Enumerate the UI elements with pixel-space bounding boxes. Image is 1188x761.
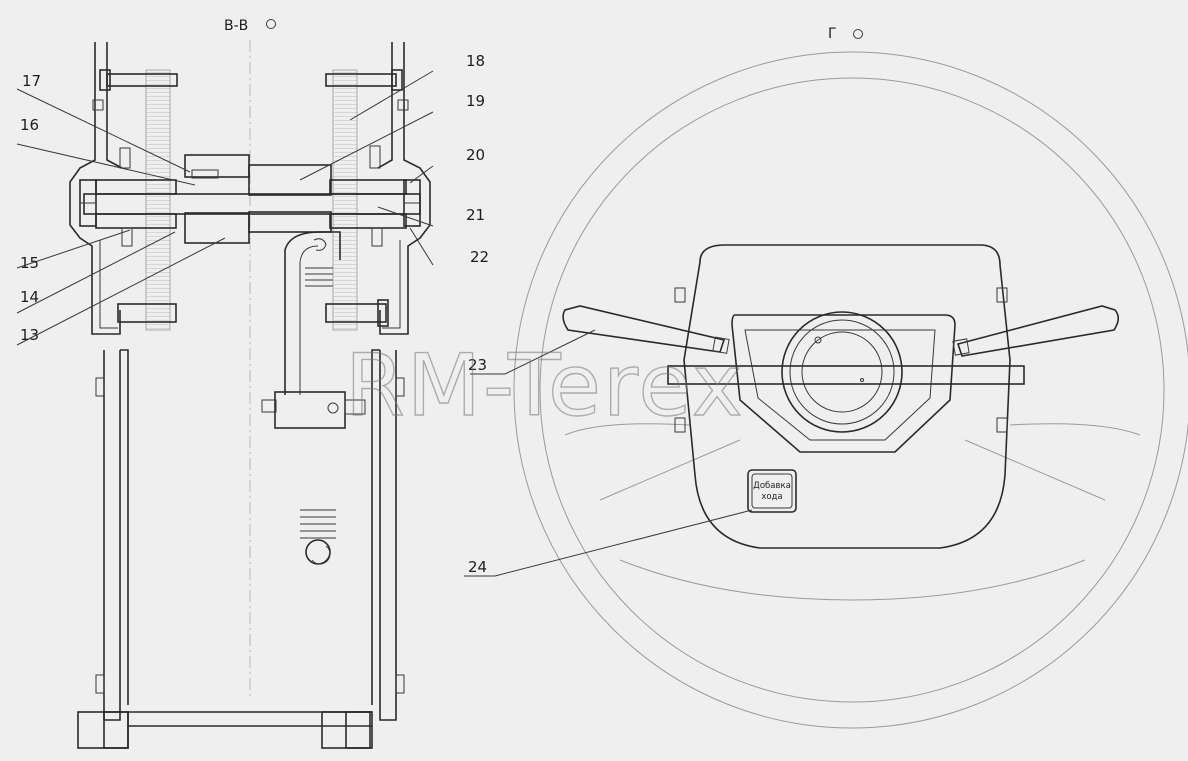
callout-16: 16	[20, 116, 39, 134]
callout-22: 22	[470, 248, 489, 266]
button-label-line1: Добавка	[753, 481, 791, 491]
callout-15: 15	[20, 254, 39, 272]
button-label-line2: хода	[761, 492, 782, 502]
callout-17: 17	[22, 72, 41, 90]
view-marker-circle-g	[853, 29, 863, 39]
section-view-vv: В-В	[16, 18, 489, 749]
callout-18: 18	[466, 52, 485, 70]
view-title-g: Г	[828, 26, 837, 42]
callout-21: 21	[466, 206, 485, 224]
right-stalk	[956, 305, 1120, 357]
steering-column	[781, 311, 903, 433]
watermark-text: RM-Terex	[345, 336, 745, 436]
callout-23: 23	[468, 356, 487, 374]
callout-13: 13	[20, 326, 39, 344]
callout-19: 19	[466, 92, 485, 110]
steering-wheel-outer	[513, 51, 1188, 729]
steering-wheel-inner	[539, 77, 1165, 703]
left-stalk	[562, 305, 726, 353]
view-marker-circle	[266, 19, 276, 29]
column-housing	[683, 244, 1011, 549]
callout-24: 24	[468, 558, 487, 576]
callout-20: 20	[466, 146, 485, 164]
stroke-add-button	[747, 469, 797, 513]
view-title-vv: В-В	[224, 18, 248, 34]
view-g-steering: Г До	[464, 26, 1188, 729]
callout-14: 14	[20, 288, 39, 306]
